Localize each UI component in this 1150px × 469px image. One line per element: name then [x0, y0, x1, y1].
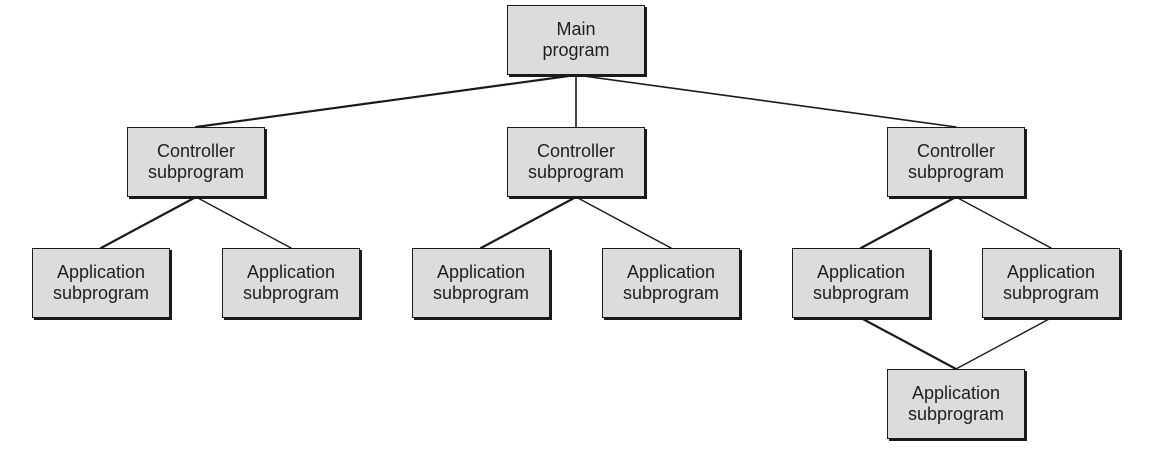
link-controller-1-application-1: [99, 195, 198, 250]
application-subprogram-box-7: Application subprogram: [887, 369, 1025, 439]
controller-subprogram-box-1: Controller subprogram: [127, 127, 265, 197]
main-program-box: Main program: [507, 5, 645, 75]
main-program-label: Main program: [542, 19, 610, 60]
application-subprogram-label: Application subprogram: [812, 262, 910, 303]
application-subprogram-box-4: Application subprogram: [602, 248, 740, 318]
link-controller-3-application-5: [859, 195, 958, 250]
application-subprogram-label: Application subprogram: [52, 262, 150, 303]
application-subprogram-box-1: Application subprogram: [32, 248, 170, 318]
link-main-controller-3: [575, 74, 957, 128]
application-subprogram-label: Application subprogram: [622, 262, 720, 303]
application-subprogram-box-2: Application subprogram: [222, 248, 360, 318]
link-controller-2-application-4: [575, 196, 672, 249]
link-controller-3-application-6: [955, 196, 1052, 249]
application-subprogram-label: Application subprogram: [242, 262, 340, 303]
link-controller-2-application-3: [479, 195, 578, 250]
link-application-6-application-7: [955, 317, 1052, 370]
link-controller-1-application-2: [195, 196, 292, 249]
application-subprogram-box-5: Application subprogram: [792, 248, 930, 318]
application-subprogram-box-6: Application subprogram: [982, 248, 1120, 318]
link-application-5-application-7: [859, 316, 958, 371]
application-subprogram-label: Application subprogram: [907, 383, 1005, 424]
application-subprogram-label: Application subprogram: [1002, 262, 1100, 303]
link-main-controller-1: [194, 73, 578, 129]
controller-subprogram-box-3: Controller subprogram: [887, 127, 1025, 197]
controller-subprogram-box-2: Controller subprogram: [507, 127, 645, 197]
controller-subprogram-label: Controller subprogram: [907, 141, 1005, 182]
controller-subprogram-label: Controller subprogram: [147, 141, 245, 182]
application-subprogram-label: Application subprogram: [432, 262, 530, 303]
controller-subprogram-label: Controller subprogram: [527, 141, 625, 182]
application-subprogram-box-3: Application subprogram: [412, 248, 550, 318]
